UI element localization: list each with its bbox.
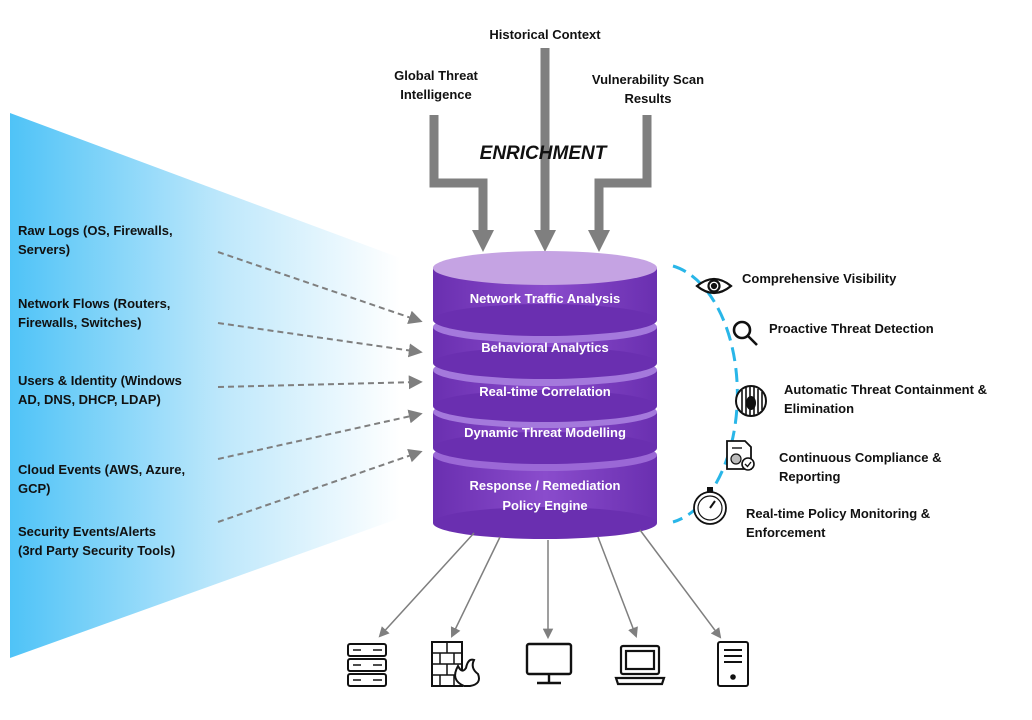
layer-network-traffic-analysis: Network Traffic Analysis	[469, 291, 621, 306]
enrichment-label: ENRICHMENT	[479, 143, 607, 164]
capability-policy-monitoring: Real-time Policy Monitoring & Enforcemen…	[746, 506, 931, 540]
source-arrow-3	[217, 375, 423, 390]
tower-server-icon	[717, 641, 749, 687]
historical-context-label: Historical Context	[489, 27, 601, 42]
capabilities-arc	[672, 264, 739, 524]
global-intel-arrow	[429, 115, 488, 236]
historical-arrowhead	[534, 230, 556, 252]
source-cloud-events: Cloud Events (AWS, Azure, GCP)	[18, 462, 186, 496]
source-arrow-4	[217, 409, 423, 460]
bug-cage-icon	[735, 385, 767, 417]
vuln-scan-arrowhead	[588, 230, 610, 252]
server-rack-icon	[347, 643, 387, 687]
report-icon	[726, 440, 755, 471]
cylinder-top-cap	[433, 251, 657, 285]
capability-compliance: Continuous Compliance & Reporting	[779, 450, 942, 484]
capability-containment: Automatic Threat Containment & Eliminati…	[784, 382, 987, 416]
capability-threat-detection: Proactive Threat Detection	[769, 321, 934, 336]
analytics-cylinder	[433, 251, 657, 539]
vuln-scan-arrow	[594, 115, 652, 236]
source-network-flows: Network Flows (Routers, Firewalls, Switc…	[18, 296, 171, 330]
layer-response-policy-engine: Response / Remediation Policy Engine	[469, 478, 621, 513]
layer-behavioral-analytics: Behavioral Analytics	[481, 340, 609, 355]
magnifier-icon	[732, 320, 758, 346]
vulnerability-scan-label: Vulnerability Scan Results	[591, 72, 705, 106]
data-beam	[10, 113, 400, 658]
layer-realtime-correlation: Real-time Correlation	[479, 384, 611, 399]
laptop-icon	[614, 644, 666, 686]
global-threat-label: Global Threat Intelligence	[394, 68, 478, 102]
device-arrows	[378, 529, 722, 640]
source-raw-logs: Raw Logs (OS, Firewalls, Servers)	[18, 223, 173, 257]
source-security-events: Security Events/Alerts (3rd Party Securi…	[18, 524, 176, 558]
source-users-identity: Users & Identity (Windows AD, DNS, DHCP,…	[18, 373, 182, 407]
capability-visibility: Comprehensive Visibility	[742, 271, 897, 286]
source-arrow-2	[217, 322, 423, 358]
source-arrows	[217, 251, 423, 523]
eye-icon	[695, 277, 733, 295]
source-arrow-5	[217, 449, 423, 523]
stopwatch-icon	[693, 487, 727, 525]
enrichment-arrows	[429, 48, 652, 236]
global-intel-arrowhead	[472, 230, 494, 252]
layer-5-bottom	[433, 507, 657, 539]
source-arrow-1	[217, 251, 423, 325]
layer-dynamic-threat-modelling: Dynamic Threat Modelling	[464, 425, 626, 440]
firewall-icon	[431, 641, 480, 687]
monitor-icon	[525, 642, 573, 685]
